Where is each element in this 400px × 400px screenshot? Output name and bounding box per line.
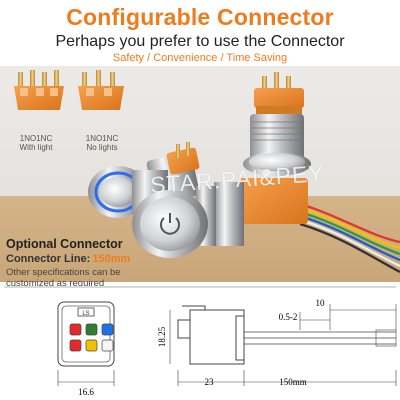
product-photo: 1NO1NC With light 1NO1NC No lights	[0, 66, 400, 282]
wire-bundle	[299, 202, 400, 274]
pin-5	[85, 339, 98, 352]
pin-label: LS	[82, 311, 89, 317]
pin-2	[85, 323, 98, 336]
connector-desc-left: With light	[19, 143, 53, 152]
custom-note-line1: Other specifications can be	[6, 267, 121, 278]
feature-tagline: Safety / Convenience / Time Saving	[112, 52, 288, 64]
connector-desc-right: No lights	[86, 143, 118, 152]
dimension-drawing: LS 16.6 18.25	[4, 286, 397, 397]
connector-no-light	[78, 70, 124, 110]
connector-label-no-light: 1NO1NC No lights	[72, 134, 132, 152]
dim-wire-length: 150mm	[279, 377, 307, 387]
pin-grid	[69, 323, 114, 352]
connector-side-view	[177, 305, 397, 365]
connector-line-spec: Connector Line:150mm	[6, 253, 130, 265]
switch-top-right	[243, 72, 311, 176]
power-icon	[160, 213, 180, 235]
custom-note-line2: customized as required	[6, 278, 105, 289]
dim-front-width: 16.6	[78, 387, 94, 397]
connector-with-light	[14, 70, 64, 110]
pin-4	[69, 339, 82, 352]
connector-line-label: Connector Line:	[6, 253, 91, 265]
pin-3	[101, 323, 114, 336]
connector-type-left: 1NO1NC	[19, 134, 53, 143]
page-title: Configurable Connector	[66, 4, 334, 30]
connector-type-right: 1NO1NC	[85, 134, 119, 143]
dim-strip: 10	[316, 298, 326, 308]
switch-blue-ring	[88, 142, 200, 218]
optional-connector-title: Optional Connector	[6, 237, 123, 251]
dimension-diagram: LS 16.6 18.25	[0, 286, 400, 400]
dim-body-length: 23	[205, 377, 215, 387]
connector-line-value: 150mm	[92, 253, 131, 265]
switch-power-front	[132, 178, 308, 258]
dim-pitch: 0.5-2	[279, 312, 298, 322]
page-subtitle: Perhaps you prefer to use the Connector	[55, 33, 345, 50]
connector-front-view: LS	[57, 301, 115, 367]
pin-6	[101, 339, 114, 352]
product-illustration	[14, 70, 400, 274]
connector-label-with-light: 1NO1NC With light	[6, 134, 66, 152]
dim-height: 18.25	[157, 326, 167, 347]
pin-1	[69, 323, 82, 336]
